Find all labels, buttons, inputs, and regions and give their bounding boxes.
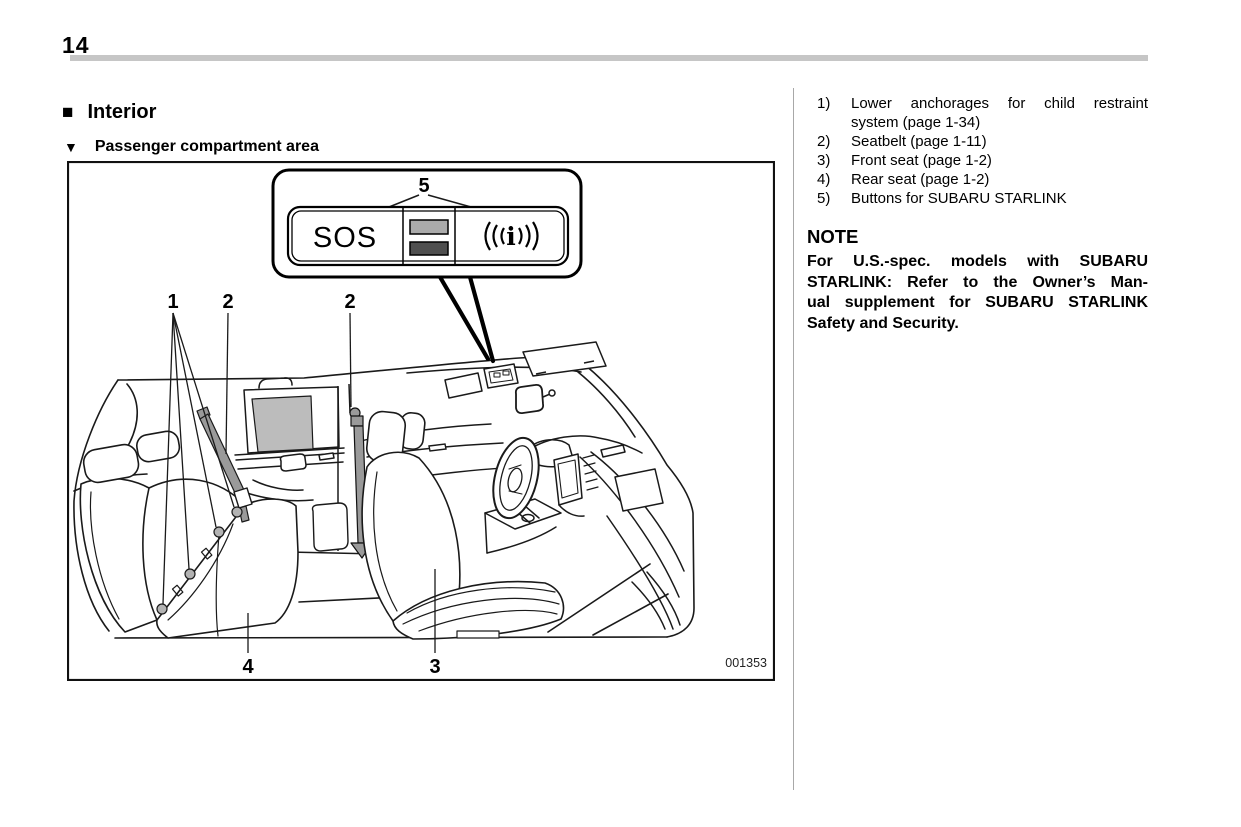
- car-interior-illustration: 1 2 2 3 4 001353 5 SOS: [66, 160, 776, 682]
- subsection-heading: ▼ Passenger compartment area: [64, 138, 319, 156]
- legend-item: 5) Buttons for SUBARU STARLINK: [807, 189, 1148, 208]
- page-number: 14: [62, 32, 90, 58]
- label-seatbelt-rear: 2: [222, 291, 233, 313]
- subsection-title: Passenger compartment area: [94, 138, 319, 155]
- label-anchors: 1: [167, 291, 178, 313]
- grab-handle: [258, 377, 293, 389]
- legend-item-number: 4): [817, 171, 831, 188]
- figure-passenger-compartment: 1 2 2 3 4 001353 5 SOS: [66, 160, 776, 682]
- note-heading: NOTE: [807, 226, 859, 247]
- note-line: For U.S.-spec. models with SUBARU: [807, 253, 1148, 270]
- legend-item-text: Seatbelt (page 1-11): [851, 133, 987, 150]
- indicator-light-button: [409, 219, 449, 235]
- legend-item: 1) Lower anchorages for child restraint …: [807, 94, 1148, 132]
- indicator-dark-button: [409, 241, 449, 256]
- subsection-marker-icon: ▼: [64, 139, 78, 155]
- legend-item-text: Rear seat (page 1-2): [851, 171, 990, 188]
- figure-labels: 1 2 2 3 4: [167, 291, 440, 678]
- side-vent-slats: [582, 454, 599, 491]
- sun-visor-right: [522, 341, 607, 377]
- note-line: ual supplement for SUBARU STARLINK: [807, 294, 1148, 311]
- legend-item-number: 3): [817, 152, 831, 169]
- rear-door-glass: [251, 395, 314, 453]
- section-title: Interior: [87, 101, 157, 123]
- leader-lines: [162, 312, 436, 653]
- glovebox: [614, 468, 664, 512]
- starlink-button-panel: [286, 205, 570, 267]
- header-rule: [70, 55, 1148, 61]
- note-line: STARLINK: Refer to the Owner’s Man-: [807, 273, 1148, 291]
- legend-item: 2) Seatbelt (page 1-11): [807, 132, 1148, 151]
- label-rear-seat: 4: [242, 656, 254, 678]
- rear-door-panel: [234, 377, 345, 502]
- info-button-glyph: i: [506, 222, 516, 251]
- legend-item-text: system (page 1-34): [851, 114, 981, 131]
- seat-rail: [456, 630, 500, 639]
- column-divider: [793, 88, 794, 790]
- sun-visor-left: [444, 372, 483, 399]
- note-line: Safety and Security.: [807, 314, 959, 332]
- child-restraint-anchors: [156, 506, 243, 615]
- seatbelt-buckle: [233, 487, 253, 509]
- label-front-seat: 3: [429, 656, 440, 678]
- legend-list: 1) Lower anchorages for child restraint …: [807, 94, 1148, 208]
- rearview-mirror: [514, 383, 545, 415]
- section-marker-icon: ■: [62, 102, 74, 123]
- legend-column: 1) Lower anchorages for child restraint …: [807, 94, 1148, 334]
- headliner: [444, 341, 607, 415]
- rear-headrest-outer: [82, 443, 140, 484]
- info-signal-icon: [484, 221, 539, 251]
- legend-item-number: 2): [817, 133, 831, 150]
- overhead-console: [483, 363, 519, 389]
- figure-code: 001353: [725, 656, 767, 670]
- legend-item: 3) Front seat (page 1-2): [807, 151, 1148, 170]
- legend-item-number: 1): [817, 95, 831, 112]
- rear-seat: [79, 406, 299, 639]
- legend-item-number: 5): [817, 190, 831, 207]
- dashboard: [484, 435, 685, 630]
- legend-item-text: Front seat (page 1-2): [851, 152, 992, 169]
- starlink-callout: 5 SOS i: [271, 168, 583, 364]
- legend-item: 4) Rear seat (page 1-2): [807, 170, 1148, 189]
- sos-button: SOS: [313, 222, 377, 254]
- steering-wheel: [492, 436, 540, 520]
- legend-item-text: Lower anchorages for child restraint: [851, 95, 1148, 112]
- legend-item-text: Buttons for SUBARU STARLINK: [851, 190, 1067, 207]
- label-seatbelt-front: 2: [344, 291, 355, 313]
- note-body: For U.S.-spec. models with SUBARU STARLI…: [807, 252, 1148, 334]
- section-heading: ■ Interior: [62, 101, 156, 124]
- label-starlink-buttons: 5: [418, 175, 429, 197]
